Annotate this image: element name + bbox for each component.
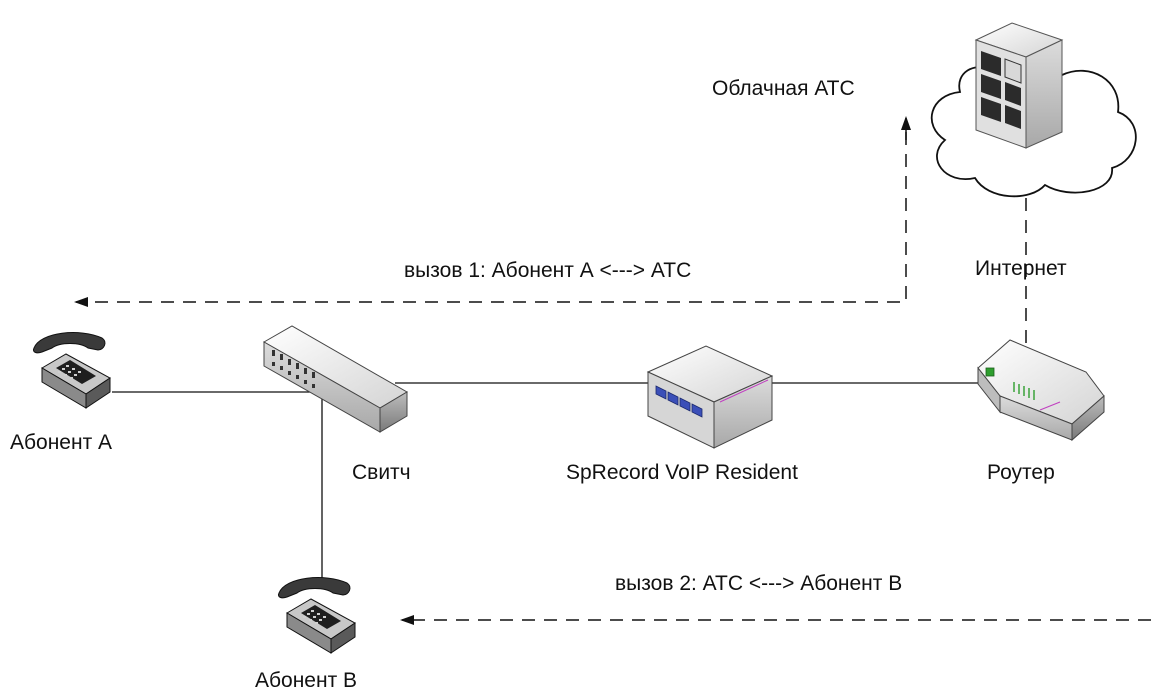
- recorder-icon: [646, 345, 774, 449]
- router-icon: [977, 339, 1105, 442]
- recorder-label: SpRecord VoIP Resident: [566, 461, 798, 484]
- cloud-pbx-label: Облачная АТС: [712, 77, 855, 100]
- switch-icon: [262, 325, 408, 433]
- router-label: Роутер: [987, 461, 1055, 484]
- phone-icon: [33, 332, 111, 409]
- dashed-links: [74, 116, 1151, 625]
- phone-icon: [278, 577, 356, 654]
- switch-label: Свитч: [352, 461, 411, 484]
- subscriber-a-label: Абонент А: [10, 431, 113, 454]
- call-1-label: вызов 1: Абонент А <---> АТС: [404, 259, 692, 282]
- server-icon: [974, 22, 1064, 149]
- call-1-path: [74, 132, 907, 307]
- internet-label: Интернет: [975, 257, 1067, 280]
- subscriber-b-label: Абонент В: [255, 669, 358, 692]
- call-2-label: вызов 2: АТС <---> Абонент В: [615, 572, 903, 595]
- connections: [112, 382, 985, 585]
